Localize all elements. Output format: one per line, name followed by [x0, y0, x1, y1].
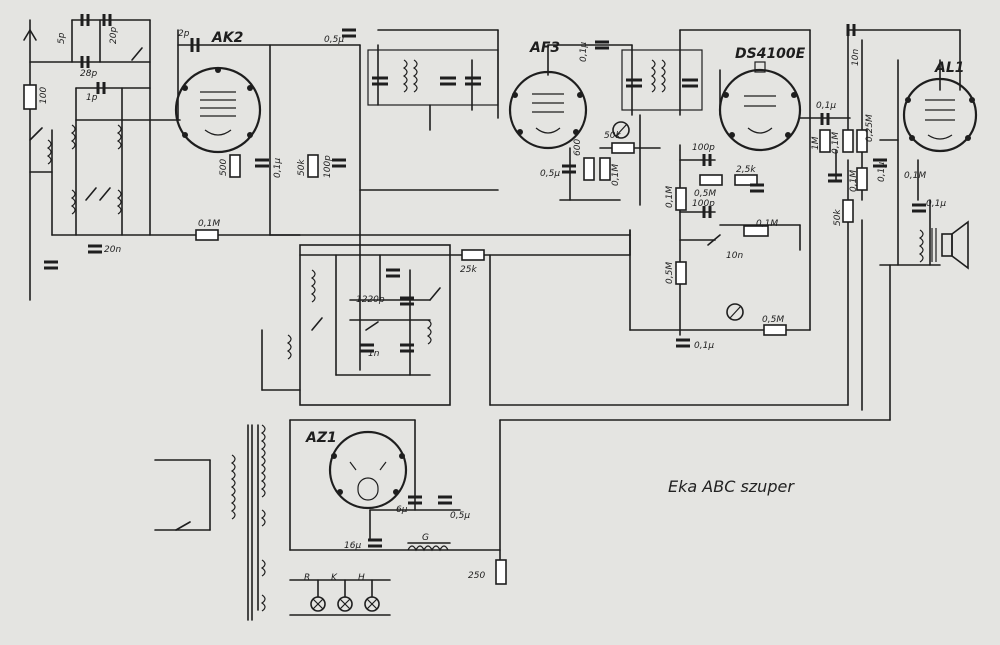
tube-ds4100e: [718, 61, 802, 152]
lamps: [310, 579, 380, 612]
wiring: [23, 19, 961, 616]
label-r-01M-e: 0,1M: [831, 132, 841, 154]
label-c-01u-b: 0,1μ: [694, 341, 714, 351]
label-c-01u-d: 0,1μ: [877, 162, 887, 182]
label-c-16u: 16μ: [344, 541, 361, 551]
label-r-25k-b: 2,5k: [736, 165, 756, 175]
label-c-05u-af3: 0,5μ: [540, 169, 560, 179]
if-transformer-2: [621, 49, 703, 111]
label-c-01u-e: 0,1μ: [926, 199, 946, 209]
label-al1: AL1: [934, 60, 965, 76]
label-choke-g: G: [422, 533, 429, 543]
label-r-50k-a: 50k: [297, 159, 307, 176]
power-transformer: [230, 424, 266, 621]
label-c-100p-c: 100p: [692, 199, 715, 209]
label-r-25k: 25k: [460, 265, 477, 275]
component-labels: 2p 0,5μ 28p 1p 5p 20p 100 500 0,1μ 50k 1…: [39, 27, 946, 583]
label-lamp-r: R: [304, 573, 310, 583]
switches: [29, 47, 744, 531]
label-r-05M-c: 0,5M: [762, 315, 784, 325]
tube-af3: [508, 70, 588, 150]
label-c-10n-top: 10n: [851, 49, 861, 66]
label-c-5p: 5p: [57, 32, 67, 44]
label-c-1n: 1n: [368, 349, 380, 359]
tube-labels: AK2 AF3 DS4100E AL1 AZ1: [211, 30, 965, 446]
label-c-1p: 1p: [86, 93, 98, 103]
resistors: [23, 84, 868, 585]
label-ds4100e: DS4100E: [735, 46, 806, 62]
label-c-1220p: 1220p: [356, 295, 385, 305]
label-r-01M-pot: 0,1M: [756, 219, 778, 229]
label-c-01u-a: 0,1μ: [273, 158, 283, 178]
label-c-05u-psu: 0,5μ: [450, 511, 470, 521]
label-c-10n: 10n: [726, 251, 743, 261]
label-c-2p: 2p: [178, 29, 190, 39]
label-r-100: 100: [39, 87, 49, 104]
label-r-05M-a: 0,5M: [694, 189, 716, 199]
label-r-500: 500: [219, 159, 229, 176]
label-r-01M-grid: 0,1M: [198, 219, 220, 229]
label-r-01M-af3: 0,1M: [611, 164, 621, 186]
label-r-50k-vol: 50k: [604, 131, 621, 141]
diagram-title: Eka ABC szuper: [668, 477, 795, 496]
label-r-1M: 1M: [811, 136, 821, 150]
label-c-100p-a: 100p: [323, 155, 333, 178]
label-az1: AZ1: [305, 430, 337, 446]
tube-al1: [902, 77, 978, 153]
label-c-20n: 20n: [104, 245, 121, 255]
label-c-20p: 20p: [109, 27, 119, 44]
capacitors: [44, 14, 926, 548]
resistor-100: [23, 84, 37, 110]
label-ak2: AK2: [211, 30, 243, 46]
label-c-28p: 28p: [80, 69, 97, 79]
label-r-250: 250: [468, 571, 485, 581]
label-r-600: 600: [573, 139, 583, 156]
label-c-01u-c: 0,1μ: [816, 101, 836, 111]
label-r-05M-b: 0,5M: [665, 262, 675, 284]
label-lamp-h: H: [358, 573, 365, 583]
label-c-05u-top: 0,5μ: [324, 35, 344, 45]
filter-choke: [407, 542, 451, 552]
label-c-01u-af3: 0,1μ: [579, 42, 589, 62]
tube-ak2: [174, 66, 262, 154]
label-r-01M-f: 0,1M: [849, 170, 859, 192]
if-transformer-1: [367, 49, 499, 106]
antenna-coils: [46, 124, 432, 360]
label-r-50k-b: 50k: [833, 209, 843, 226]
label-c-100p-b: 100p: [692, 143, 715, 153]
label-c-6u: 6μ: [396, 505, 408, 515]
label-r-01M-g: 0,1M: [904, 171, 926, 181]
output-transformer-speaker: [918, 220, 969, 270]
label-af3: AF3: [529, 40, 560, 56]
label-r-025M: 0,25M: [865, 114, 875, 142]
tube-az1: [328, 430, 408, 510]
label-lamp-k: K: [331, 573, 338, 583]
label-r-01M-d: 0,1M: [665, 186, 675, 208]
